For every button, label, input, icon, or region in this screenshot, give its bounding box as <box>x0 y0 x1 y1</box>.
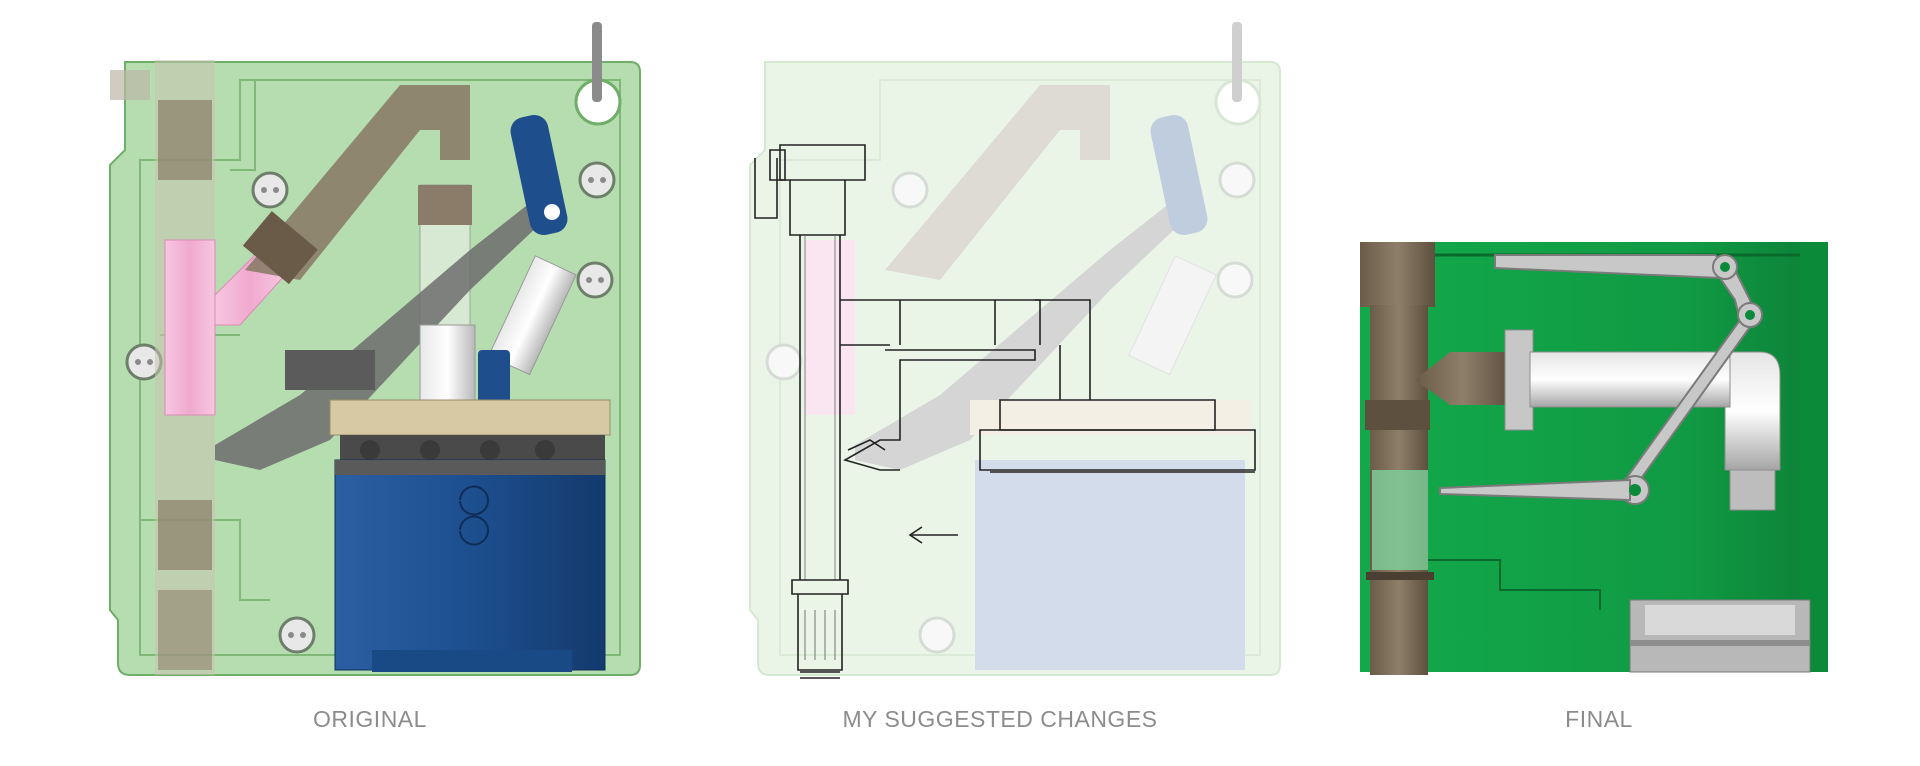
screw <box>125 161 616 654</box>
caption-suggested: MY SUGGESTED CHANGES <box>842 706 1158 732</box>
suggested-panel <box>640 0 1290 700</box>
pump-motor <box>334 459 606 671</box>
brown-discharge-arm <box>245 85 470 280</box>
motor-top <box>329 399 611 436</box>
original-panel <box>0 0 650 700</box>
final-float-lever <box>1439 254 1763 505</box>
original-drawing <box>109 22 641 676</box>
gray-lever <box>215 195 555 470</box>
suggested-drawing <box>749 22 1281 679</box>
final-brown-pipe <box>1360 242 1435 307</box>
final-panel <box>1300 0 1900 700</box>
pink-y-fitting <box>164 239 216 416</box>
steel-fitting <box>419 324 476 401</box>
caption-original: ORIGINAL <box>313 706 427 732</box>
faded-original <box>749 61 1281 676</box>
hanger-wire <box>592 22 602 102</box>
caption-final: FINAL <box>1565 706 1633 732</box>
arrow-left-icon <box>908 526 958 544</box>
suggested-sketch <box>754 144 1256 679</box>
final-drawing <box>1360 242 1828 675</box>
final-nozzle <box>1415 352 1510 405</box>
